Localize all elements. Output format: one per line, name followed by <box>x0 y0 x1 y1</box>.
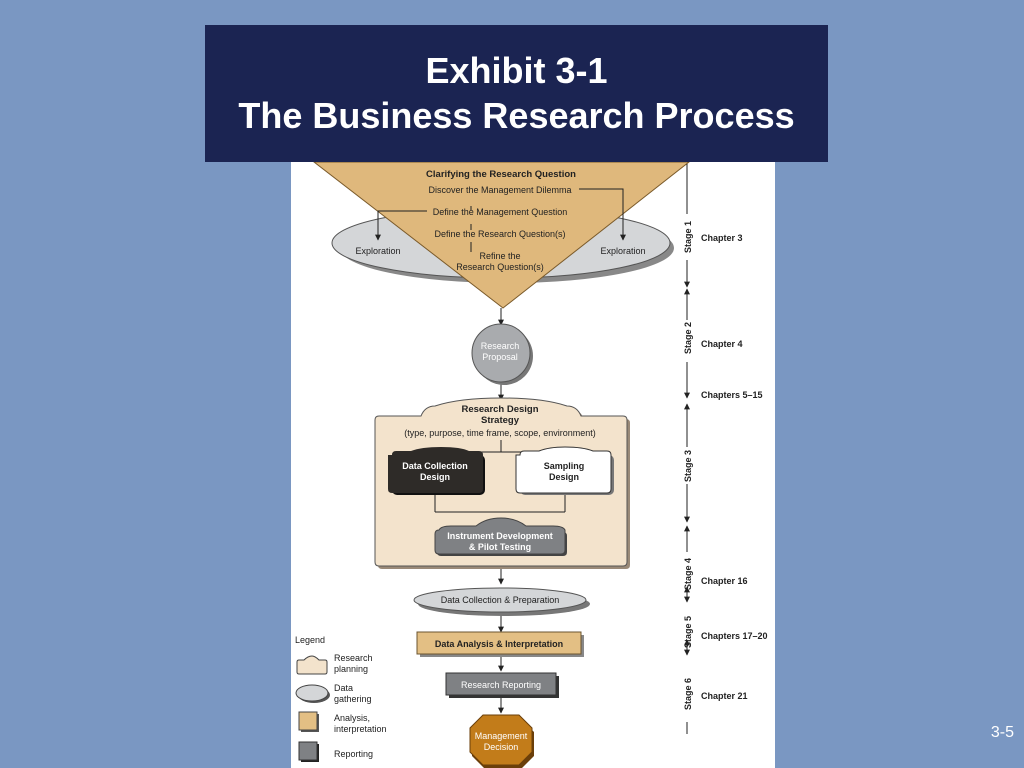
stage-one-heading: Clarifying the Research Question <box>426 169 576 180</box>
stage-label-2: Stage 2 <box>683 322 693 354</box>
instrument-line-2: & Pilot Testing <box>469 542 531 552</box>
triangle-connectors <box>375 188 626 252</box>
legend-reporting-label: Reporting <box>334 749 373 759</box>
exploration-left-label: Exploration <box>355 246 400 256</box>
chapter-label-1: Chapter 3 <box>701 233 743 243</box>
legend-analysis-swatch <box>298 711 319 732</box>
research-process-diagram: Clarifying the Research Question Discove… <box>291 162 775 768</box>
research-proposal-line-2: Proposal <box>482 352 518 362</box>
research-reporting-label: Research Reporting <box>461 680 541 690</box>
data-collection-preparation-ellipse <box>413 587 590 616</box>
data-analysis-label: Data Analysis & Interpretation <box>435 639 563 649</box>
design-strategy-heading-2: Strategy <box>481 415 520 426</box>
title-box: Exhibit 3-1 The Business Research Proces… <box>205 25 828 162</box>
data-collection-design-box <box>388 447 485 495</box>
stage-label-5: Stage 5 <box>683 616 693 648</box>
step-define-research: Define the Research Question(s) <box>434 229 565 239</box>
data-collection-design-line-2: Design <box>420 472 450 482</box>
sampling-design-line-1: Sampling <box>544 461 585 471</box>
chapter-label-3: Chapters 5–15 <box>701 390 763 400</box>
research-proposal-line-1: Research <box>481 341 520 351</box>
title-line-1: Exhibit 3-1 <box>425 50 608 91</box>
data-collection-design-line-1: Data Collection <box>402 461 468 471</box>
instrument-development-box <box>434 517 567 556</box>
management-decision-line-1: Management <box>475 731 528 741</box>
design-strategy-subtitle: (type, purpose, time frame, scope, envir… <box>404 428 596 438</box>
data-analysis-box <box>416 631 584 657</box>
research-proposal-circle <box>471 323 533 385</box>
chapter-label-2: Chapter 4 <box>701 339 743 349</box>
legend-planning-swatch <box>296 655 328 675</box>
sampling-design-line-2: Design <box>549 472 579 482</box>
title-line-2: The Business Research Process <box>238 95 795 136</box>
step-refine-2: Research Question(s) <box>456 262 544 272</box>
exploration-right-label: Exploration <box>600 246 645 256</box>
management-decision-octagon <box>469 714 534 768</box>
chapter-label-4: Chapter 16 <box>701 576 748 586</box>
legend-planning-line-1: Research <box>334 653 373 663</box>
research-design-strategy-box <box>374 397 630 569</box>
management-decision-line-2: Decision <box>484 742 519 752</box>
research-reporting-box <box>445 672 559 698</box>
step-discover: Discover the Management Dilemma <box>428 185 571 195</box>
step-define-management: Define the Management Question <box>433 207 568 217</box>
legend-analysis-line-1: Analysis, <box>334 713 370 723</box>
legend-reporting-swatch <box>298 741 319 762</box>
chapter-label-5: Chapters 17–20 <box>701 631 768 641</box>
legend-gathering-line-1: Data <box>334 683 353 693</box>
legend-gathering-swatch <box>295 684 330 703</box>
stage-label-4: Stage 4 <box>683 558 693 590</box>
stage-label-1: Stage 1 <box>683 221 693 253</box>
design-strategy-heading-1: Research Design <box>461 404 538 415</box>
instrument-line-1: Instrument Development <box>447 531 553 541</box>
slide-number: 3-5 <box>990 724 1014 741</box>
chapter-label-6: Chapter 21 <box>701 691 748 701</box>
stage-label-6: Stage 6 <box>683 678 693 710</box>
data-collection-preparation-label: Data Collection & Preparation <box>441 595 560 605</box>
legend-gathering-line-2: gathering <box>334 694 372 704</box>
legend-planning-line-2: planning <box>334 664 368 674</box>
legend-title: Legend <box>295 635 325 645</box>
clarifying-triangle <box>313 162 690 309</box>
sampling-design-box <box>515 446 614 495</box>
legend-analysis-line-2: interpretation <box>334 724 387 734</box>
step-refine-1: Refine the <box>479 251 520 261</box>
stage-label-3: Stage 3 <box>683 450 693 482</box>
